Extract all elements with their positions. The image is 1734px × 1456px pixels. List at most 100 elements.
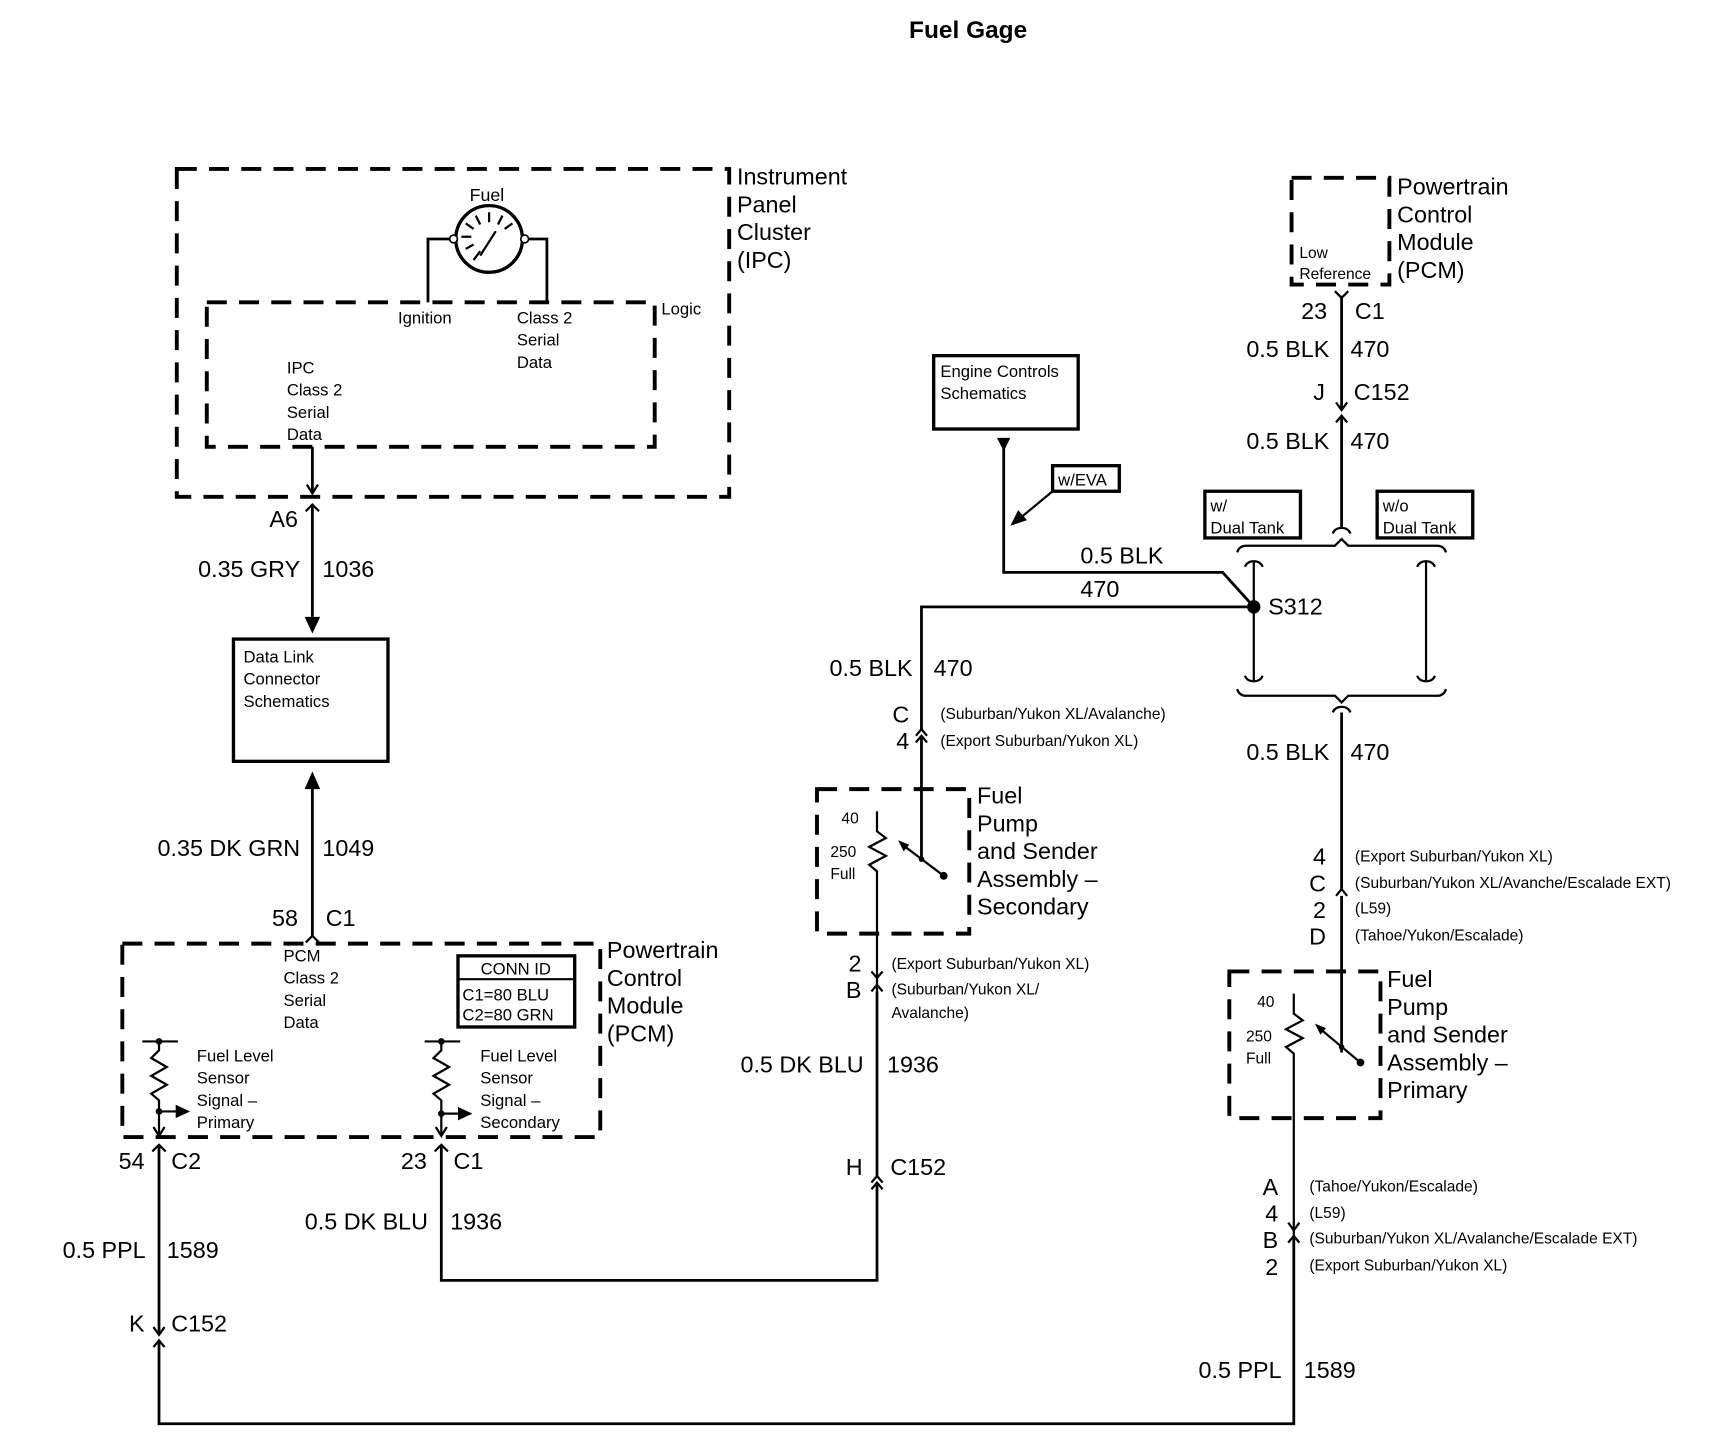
conn-k-c152: C152 [171, 1311, 227, 1337]
dlc-schematics-box[interactable]: Data Link Connector Schematics [231, 637, 390, 764]
primary-name-1: Fuel [1387, 966, 1432, 992]
ipc-name-line-1: Instrument [737, 164, 848, 190]
sensor-secondary-line-1: Fuel Level [480, 1046, 557, 1065]
sensor-secondary-line-2: Sensor [480, 1069, 533, 1088]
instrument-panel-cluster: Instrument Panel Cluster (IPC) Fuel [174, 164, 848, 499]
conn-id-title: CONN ID [481, 960, 551, 979]
dlc-line-1: Data Link [243, 647, 314, 666]
connector-2b-female-icon [870, 970, 884, 980]
connector-a4b2-male-icon [1287, 1234, 1301, 1244]
wo-dual-tank-tag: w/o Dual Tank [1375, 489, 1475, 540]
secondary-name-5: Secondary [977, 894, 1089, 920]
ipc-name-line-2: Panel [737, 191, 797, 217]
variable-resistor-secondary-icon [866, 811, 948, 992]
wire-1049-color: 0.35 DK GRN [158, 835, 301, 861]
sensor-primary-line-4: Primary [197, 1113, 255, 1132]
ipc-boundary [174, 166, 732, 499]
ipc-class2-label-line-2: Serial [517, 331, 560, 350]
w-dual-line-2: Dual Tank [1210, 518, 1284, 537]
connector-a4b2-female-icon [1287, 1221, 1301, 1233]
secondary-res-full: Full [830, 866, 855, 883]
secondary-top-pin-c: C [892, 701, 909, 727]
wire-1936-left-circuit: 1936 [450, 1208, 502, 1234]
gauge-class2-wire [529, 237, 549, 303]
pcm-right-module: Powertrain Control Module (PCM) Low Refe… [1289, 174, 1509, 287]
secondary-name-1: Fuel [977, 783, 1022, 809]
pcm-right-conn-c1: C1 [1355, 298, 1385, 324]
wo-dual-line-1: w/o [1382, 496, 1409, 515]
connector-a6-female-icon [305, 484, 319, 496]
pcm-class2-line-2: Class 2 [283, 969, 339, 988]
ipc-class2-data-line-4: Data [287, 425, 323, 444]
gauge-label: Fuel [470, 185, 505, 205]
connector-4c2d-icon [1335, 887, 1349, 897]
arrow-diagonal-icon [1010, 510, 1028, 526]
connector-c4-icon [915, 734, 928, 744]
secondary-bottom-pin-2: 2 [848, 950, 861, 976]
conn-id-c1: C1=80 BLU [462, 985, 549, 1004]
resistor-primary-icon [142, 1038, 191, 1138]
ipc-class2-label-line-1: Class 2 [517, 308, 573, 327]
w-dual-line-1: w/ [1209, 496, 1227, 515]
pcm-right-boundary [1289, 175, 1392, 287]
pcm-right-name-1: Powertrain [1397, 174, 1509, 200]
primary-name-3: and Sender [1387, 1022, 1508, 1048]
dlc-line-3: Schematics [243, 692, 329, 711]
primary-top-pin-2: C [1309, 870, 1326, 896]
primary-res-40: 40 [1257, 994, 1275, 1011]
connector-58-icon [304, 934, 320, 944]
pin-58: 58 [272, 905, 298, 931]
wire-470-eva-circuit: 470 [1080, 576, 1119, 602]
pcm-left-name-2: Control [607, 965, 682, 991]
bracket-bottom-join [1331, 705, 1352, 713]
arrow-down-icon [304, 616, 321, 634]
pcm-left-module: Powertrain Control Module (PCM) PCM Clas… [120, 937, 719, 1139]
conn-id-c2: C2=80 GRN [462, 1005, 553, 1024]
pcm-left-name-3: Module [607, 993, 684, 1019]
wo-dual-line-2: Dual Tank [1383, 518, 1457, 537]
pin-k: K [129, 1311, 145, 1337]
wire-470-eva-color: 0.5 BLK [1080, 543, 1163, 569]
wire-1589-left-color: 0.5 PPL [63, 1237, 146, 1263]
secondary-top-note-1: (Suburban/Yukon XL/Avalanche) [940, 706, 1165, 723]
gauge-ignition-wire [426, 237, 450, 303]
ipc-class2-data-line-1: IPC [287, 358, 315, 377]
arrow-up-icon [304, 771, 321, 790]
low-reference-line-1: Low [1299, 245, 1328, 262]
option-brackets [1236, 526, 1448, 713]
wire-470-pcm-bottom-circuit: 470 [1350, 428, 1389, 454]
primary-bottom-pin-4: 2 [1265, 1254, 1278, 1280]
wire-470-secondary-color: 0.5 BLK [830, 655, 913, 681]
conn-23-c1: C1 [454, 1148, 484, 1174]
pcm-left-name-1: Powertrain [607, 937, 719, 963]
wire-470-pcm: 23 C1 0.5 BLK 470 J C152 0.5 BLK 470 [1246, 290, 1410, 528]
ignition-label: Ignition [398, 308, 452, 327]
pin-h: H [846, 1154, 863, 1180]
connector-h-male-icon [870, 1180, 884, 1190]
variable-resistor-primary-icon [1283, 993, 1365, 1236]
connector-j-female-icon [1335, 401, 1349, 413]
primary-name-4: Assembly – [1387, 1049, 1508, 1075]
secondary-bottom-note-3: Avalanche) [891, 1005, 969, 1022]
engine-box-line-2: Schematics [940, 384, 1026, 403]
wire-470-pcm-top-circuit: 470 [1350, 336, 1389, 362]
pin-a6: A6 [269, 506, 298, 532]
pcm-class2-line-3: Serial [283, 991, 326, 1010]
wire-470-primary-color: 0.5 BLK [1246, 739, 1329, 765]
primary-res-full: Full [1246, 1051, 1271, 1068]
wire-1589-right-circuit: 1589 [1304, 1357, 1356, 1383]
bracket-top-join [1331, 526, 1352, 534]
splice-s312-label: S312 [1268, 594, 1322, 620]
dlc-line-2: Connector [243, 670, 320, 689]
primary-bottom-pin-2: 4 [1265, 1200, 1278, 1226]
primary-bottom-note-1: (Tahoe/Yukon/Escalade) [1309, 1178, 1478, 1195]
ipc-class2-data-line-3: Serial [287, 403, 330, 422]
fuel-gauge-icon [448, 203, 530, 274]
primary-top-note-2: (Suburban/Yukon XL/Avanche/Escalade EXT) [1355, 875, 1671, 892]
secondary-res-40: 40 [841, 811, 859, 828]
primary-bottom-note-4: (Export Suburban/Yukon XL) [1309, 1257, 1507, 1274]
wire-470-eva: 0.5 BLK 470 [997, 437, 1255, 608]
engine-controls-schematics-box[interactable]: Engine Controls Schematics [932, 353, 1080, 431]
wire-1936-left-color: 0.5 DK BLU [305, 1208, 428, 1234]
